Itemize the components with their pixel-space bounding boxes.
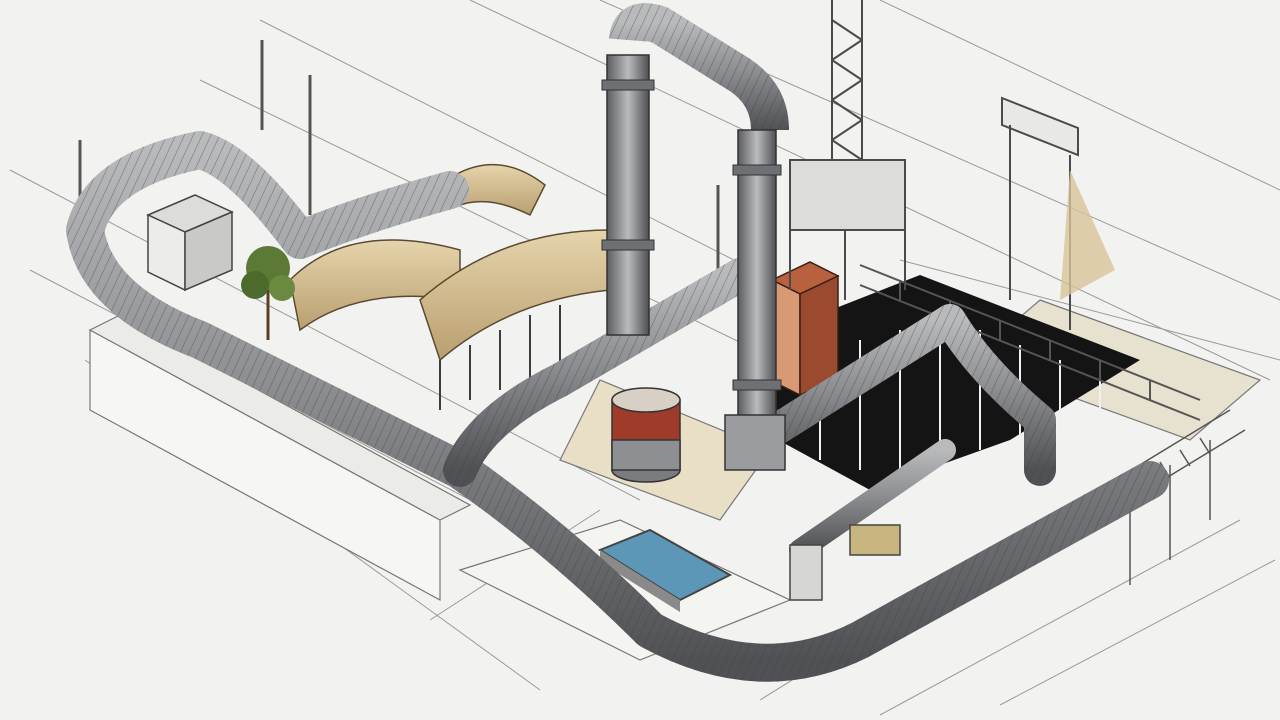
processing-machine [789,524,901,601]
rust-tank [611,387,681,483]
tree [241,246,295,340]
small-kiosk [146,194,234,292]
water-basin [597,528,733,612]
billboard-frame [1001,96,1115,330]
steel-lattice-tower [789,0,906,300]
walkway-railing [859,264,1201,421]
utility-poles [78,40,720,270]
vertical-exhaust-stack [601,3,789,471]
main-duct-loop [66,131,1169,682]
canvas-roof-shed [289,163,611,410]
brick-cabinet [770,261,840,397]
